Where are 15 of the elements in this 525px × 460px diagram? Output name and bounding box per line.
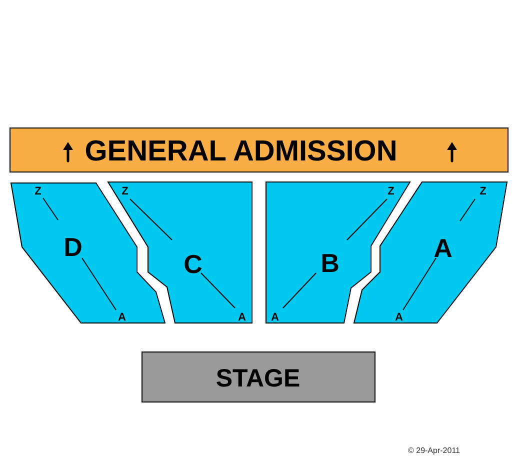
section-label: C [184, 251, 202, 277]
copyright-note: © 29-Apr-2011 [408, 446, 460, 455]
area-label: GENERAL ADMISSION [84, 138, 398, 166]
row-label: A [395, 312, 403, 324]
stage-label: STAGE [216, 366, 300, 392]
section-label: D [64, 234, 82, 260]
row-label: Z [388, 186, 394, 198]
row-label: A [118, 312, 126, 324]
row-label: Z [480, 186, 486, 198]
row-label: Z [34, 186, 42, 198]
section-label: B [320, 250, 340, 276]
row-label: Z [122, 186, 128, 198]
row-label: A [271, 312, 279, 324]
row-label: A [238, 312, 246, 324]
section-label: A [434, 235, 452, 261]
